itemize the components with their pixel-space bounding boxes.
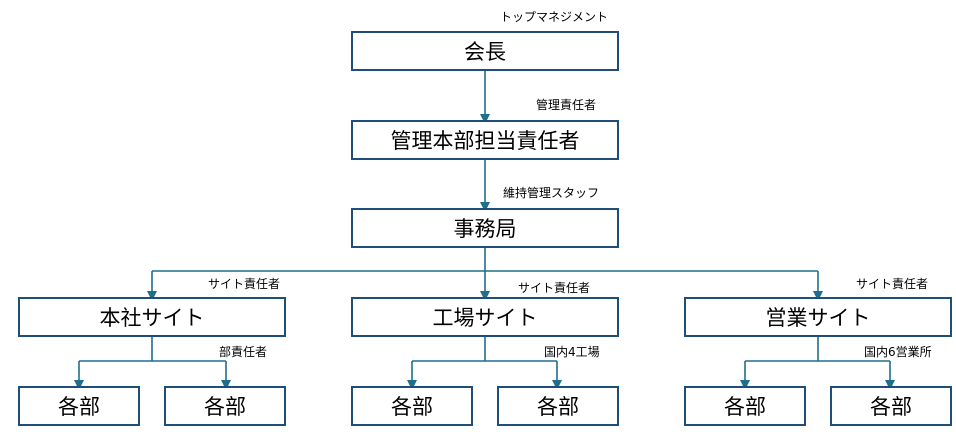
site-factory-sub-label: 国内4工場 bbox=[544, 345, 600, 359]
site-factory-label: サイト責任者 bbox=[518, 281, 591, 295]
site-sales-sub-label: 国内6営業所 bbox=[864, 345, 932, 359]
site-hq-box: 本社サイト bbox=[18, 297, 286, 337]
department-box: 各部 bbox=[497, 386, 619, 426]
site-hq-sub-label: 部責任者 bbox=[219, 345, 268, 359]
chairman-box: 会長 bbox=[351, 31, 619, 71]
department-box: 各部 bbox=[684, 386, 806, 426]
manager-box: 管理本部担当責任者 bbox=[351, 120, 619, 160]
manager-label: 管理責任者 bbox=[536, 98, 597, 112]
department-box: 各部 bbox=[351, 386, 473, 426]
top-management-label: トップマネジメント bbox=[500, 10, 609, 24]
office-label: 維持管理スタッフ bbox=[503, 186, 600, 200]
site-factory-box: 工場サイト bbox=[351, 297, 619, 337]
site-sales-box: 営業サイト bbox=[684, 297, 952, 337]
site-hq-label: サイト責任者 bbox=[208, 277, 281, 291]
department-box: 各部 bbox=[830, 386, 952, 426]
department-box: 各部 bbox=[18, 386, 140, 426]
site-sales-label: サイト責任者 bbox=[856, 277, 929, 291]
office-box: 事務局 bbox=[351, 208, 619, 248]
department-box: 各部 bbox=[164, 386, 286, 426]
